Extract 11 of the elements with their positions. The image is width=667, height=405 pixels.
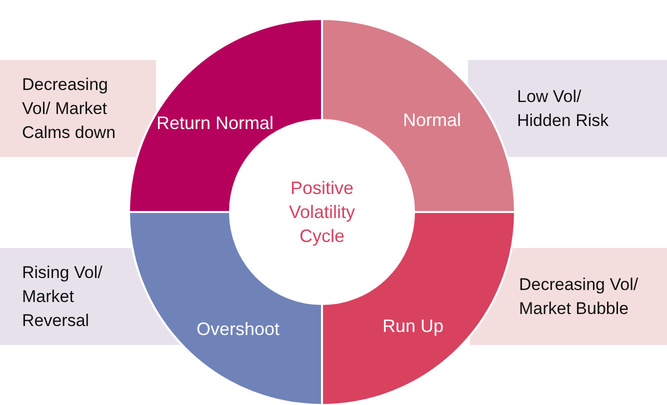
- segment-label: Return Normal: [156, 112, 274, 135]
- label-band: [0, 60, 156, 157]
- band-label: Decreasing Vol/ Market Calms down: [22, 74, 117, 144]
- band-label: Decreasing Vol/ Market Bubble: [519, 274, 640, 320]
- segment-label: Overshoot: [196, 318, 280, 341]
- band-label: Low Vol/ Hidden Risk: [517, 86, 610, 132]
- segment-label: Normal: [403, 109, 461, 132]
- label-band: [468, 60, 667, 157]
- center-label: Positive Volatility Cycle: [288, 177, 356, 248]
- segment-label: Run Up: [382, 315, 444, 338]
- band-label: Rising Vol/ Market Reversal: [22, 262, 104, 332]
